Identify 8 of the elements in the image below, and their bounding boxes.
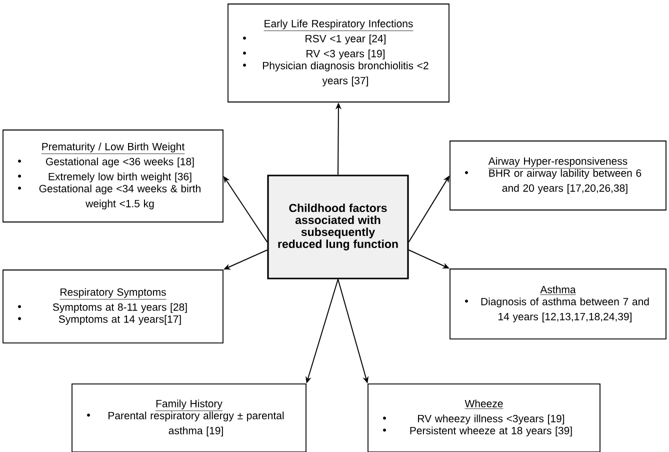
factor-box: Prematurity / Low Birth Weight Gestational age <36 weeks [18] Extremely low birth weight [36] Gestational age <34 weeks & birth weight <1.5 kg <box>2 130 224 222</box>
factor-box: Wheeze RV wheezy illness <3years [19] Persistent wheeze at 18 years [39] <box>368 384 600 452</box>
central-box: Childhood factors associated with subsequently reduced lung function <box>267 174 409 280</box>
factor-box: Respiratory Symptoms Symptoms at 8-11 years [28] Symptoms at 14 years[17] <box>2 270 224 344</box>
factor-box: Airway Hyper-responsiveness BHR or airway lability between 6 and 20 years [17,20,26,38] <box>450 140 666 210</box>
factor-box: Family History Parental respiratory allergy ± parental asthma [19] <box>72 384 306 452</box>
factor-box: Early Life Respiratory Infections RSV <1 year [24] RV <3 years [19] Physician diagnosis bronchiolitis <2 years [37] <box>228 4 450 102</box>
factor-box: Asthma Diagnosis of asthma between 7 and 14 years [12,13,17,18,24,39] <box>450 268 666 340</box>
